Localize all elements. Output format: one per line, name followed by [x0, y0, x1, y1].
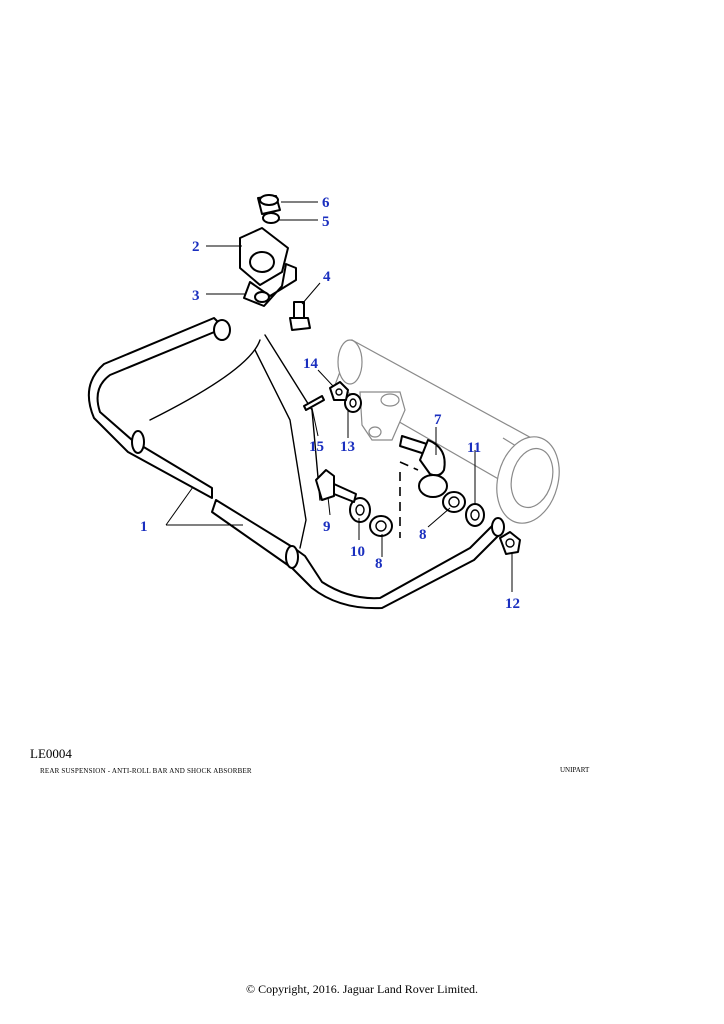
link-assembly: [399, 435, 448, 538]
illustration-caption: REAR SUSPENSION - ANTI-ROLL BAR AND SHOC…: [40, 767, 252, 775]
callout-5: 5: [322, 214, 330, 230]
callout-6: 6: [322, 195, 330, 211]
callout-10: 10: [350, 544, 365, 560]
copyright-notice: © Copyright, 2016. Jaguar Land Rover Lim…: [245, 982, 479, 996]
bush-lower: [369, 515, 393, 537]
split-pin: [303, 395, 325, 411]
illustration-source: UNIPART: [560, 766, 590, 774]
bar-clamp: [239, 227, 297, 307]
callout-9: 9: [323, 519, 331, 535]
link-bolt: [315, 469, 357, 503]
clamp-washer: [262, 212, 280, 224]
callout-15: 15: [309, 439, 324, 455]
callout-7: 7: [434, 412, 442, 428]
callout-3: 3: [192, 288, 200, 304]
callout-12: 12: [505, 596, 520, 612]
washer-lower: [349, 497, 371, 523]
washer-top: [344, 393, 362, 413]
callout-11: 11: [467, 440, 481, 456]
clamp-bolt: [289, 301, 311, 331]
callout-8-lower: 8: [375, 556, 383, 572]
bush-upper: [442, 491, 466, 513]
callout-8-upper: 8: [419, 527, 427, 543]
callout-1: 1: [140, 519, 148, 535]
nut-lower: [499, 531, 521, 555]
washer-upper: [465, 503, 485, 527]
callout-2: 2: [192, 239, 200, 255]
callout-13: 13: [340, 439, 355, 455]
callout-4: 4: [323, 269, 331, 285]
shock-absorber: [334, 339, 560, 524]
leader-lines: [165, 201, 513, 592]
clamp-nut: [257, 194, 281, 215]
nut-top: [329, 381, 349, 401]
callout-14: 14: [303, 356, 319, 372]
illustration-code: LE0004: [30, 746, 72, 761]
